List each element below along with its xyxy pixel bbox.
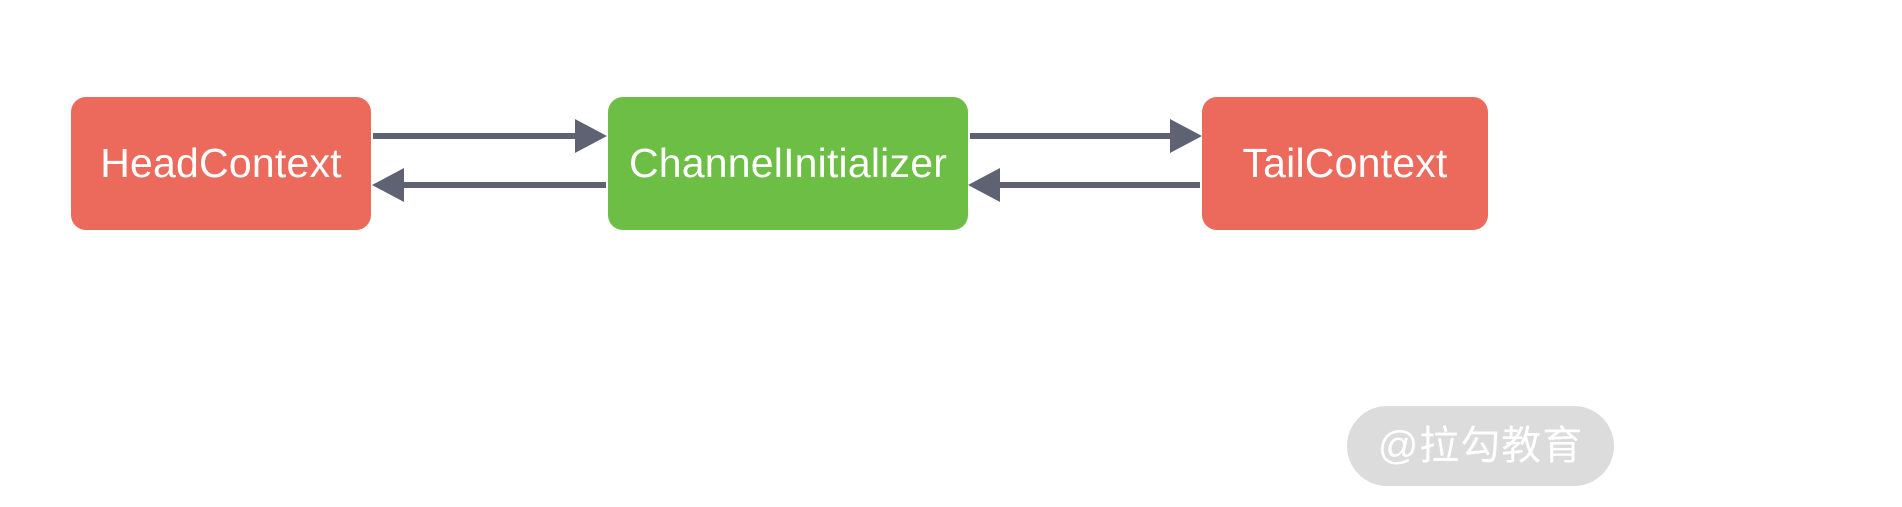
node-channel-initializer[interactable]: ChannelInitializer [608, 97, 968, 230]
node-channel-initializer-label: ChannelInitializer [628, 140, 948, 186]
edge-initializer-to-head [372, 168, 606, 202]
arrowhead-right-icon [1170, 119, 1202, 153]
node-head-context-label: HeadContext [100, 140, 342, 186]
edge-head-to-initializer [373, 119, 607, 153]
arrowhead-left-icon [372, 168, 404, 202]
arrowhead-left-icon [968, 168, 1000, 202]
edge-initializer-to-tail [970, 119, 1202, 153]
node-tail-context[interactable]: TailContext [1202, 97, 1488, 230]
arrowhead-right-icon [575, 119, 607, 153]
node-tail-context-label: TailContext [1242, 140, 1448, 186]
node-head-context[interactable]: HeadContext [71, 97, 371, 230]
watermark-text: @拉勾教育 [1377, 424, 1584, 468]
watermark-badge: @拉勾教育 [1347, 406, 1614, 486]
edge-tail-to-initializer [968, 168, 1200, 202]
